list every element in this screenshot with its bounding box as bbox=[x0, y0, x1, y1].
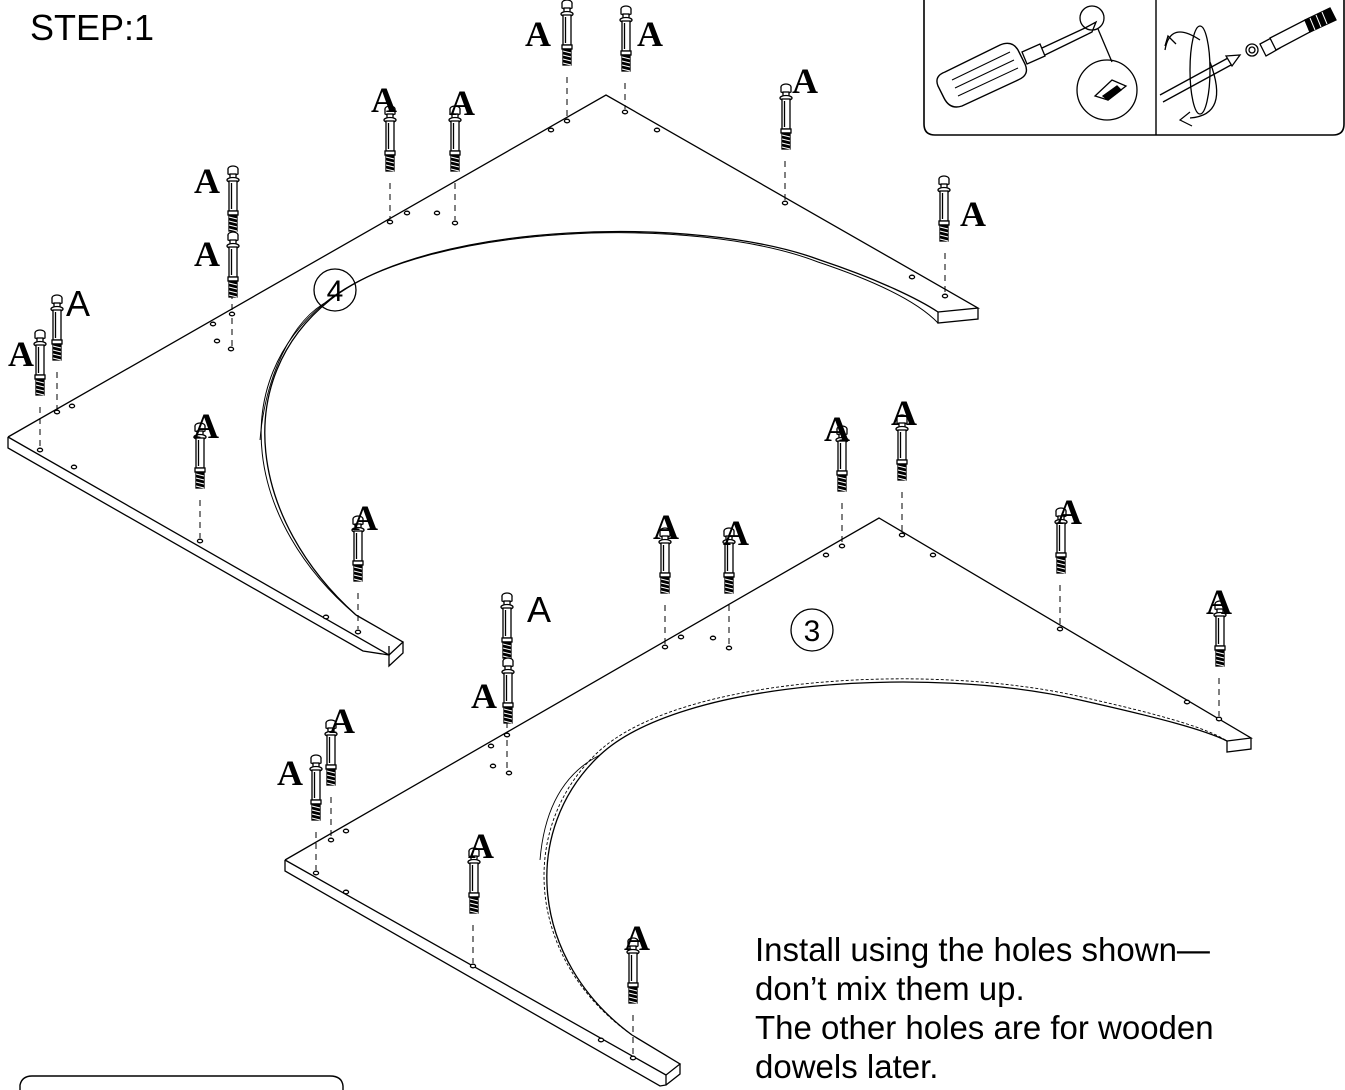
hardware-label: A bbox=[8, 334, 34, 374]
hardware-label: A bbox=[277, 753, 303, 793]
svg-text:3: 3 bbox=[804, 615, 821, 648]
cam-bolt-icon bbox=[500, 592, 514, 659]
cam-bolt-icon bbox=[50, 294, 64, 361]
hardware-label: A bbox=[527, 589, 551, 630]
cam-bolt-icon bbox=[1245, 7, 1337, 57]
rotation-arrow-icon bbox=[1164, 25, 1218, 127]
hardware-label: A bbox=[525, 14, 551, 54]
step-title: STEP:1 bbox=[30, 7, 155, 48]
cam-bolt-icon bbox=[33, 329, 47, 396]
instruction-line: Install using the holes shown— bbox=[755, 931, 1210, 968]
hardware-label: A bbox=[193, 406, 219, 446]
cam-bolt-icon bbox=[560, 0, 574, 66]
cam-bolt-icon bbox=[619, 5, 633, 72]
hardware-label: A bbox=[371, 80, 397, 120]
hardware-label: A bbox=[194, 161, 220, 201]
hardware-labels: A A A A A A A A A A A A A A A A A A A A … bbox=[8, 14, 1232, 958]
cam-bolts bbox=[33, 0, 1227, 1004]
hardware-label: A bbox=[1056, 492, 1082, 532]
hardware-label: A bbox=[471, 676, 497, 716]
hardware-label: A bbox=[792, 61, 818, 101]
hardware-label: A bbox=[352, 498, 378, 538]
hardware-label: A bbox=[1206, 582, 1232, 622]
hardware-label: A bbox=[624, 918, 650, 958]
hardware-label: A bbox=[653, 507, 679, 547]
instruction-text: Install using the holes shown— don’t mix… bbox=[755, 930, 1335, 1086]
alignment-lines bbox=[39, 77, 1220, 1055]
panel-4 bbox=[7, 94, 981, 668]
hardware-label: A bbox=[723, 513, 749, 553]
cam-bolt-icon bbox=[779, 83, 793, 150]
hardware-label: A bbox=[449, 83, 475, 123]
svg-text:4: 4 bbox=[327, 275, 344, 308]
hardware-label: A bbox=[329, 701, 355, 741]
hardware-label: A bbox=[960, 194, 986, 234]
cam-bolt-icon bbox=[226, 231, 240, 298]
hardware-label: A bbox=[637, 14, 663, 54]
cam-bolt-icon bbox=[937, 175, 951, 242]
instruction-line: dowels later. bbox=[755, 1048, 939, 1085]
cam-bolt-icon bbox=[309, 754, 323, 821]
part-list-box bbox=[19, 1075, 344, 1090]
hardware-label: A bbox=[891, 393, 917, 433]
instruction-line: The other holes are for wooden bbox=[755, 1009, 1214, 1046]
hardware-label: A bbox=[468, 826, 494, 866]
hardware-label: A bbox=[66, 283, 90, 324]
hardware-label: A bbox=[194, 234, 220, 274]
part-number-4: 4 bbox=[313, 268, 357, 312]
screwdriver-icon bbox=[936, 5, 1138, 121]
instruction-line: don’t mix them up. bbox=[755, 970, 1025, 1007]
panel-4-holes bbox=[36, 109, 949, 635]
part-number-3: 3 bbox=[790, 608, 834, 652]
cam-bolt-icon bbox=[226, 165, 240, 232]
cam-bolt-icon bbox=[501, 657, 515, 724]
hardware-label: A bbox=[824, 409, 850, 449]
tool-detail-inset bbox=[923, 0, 1345, 136]
